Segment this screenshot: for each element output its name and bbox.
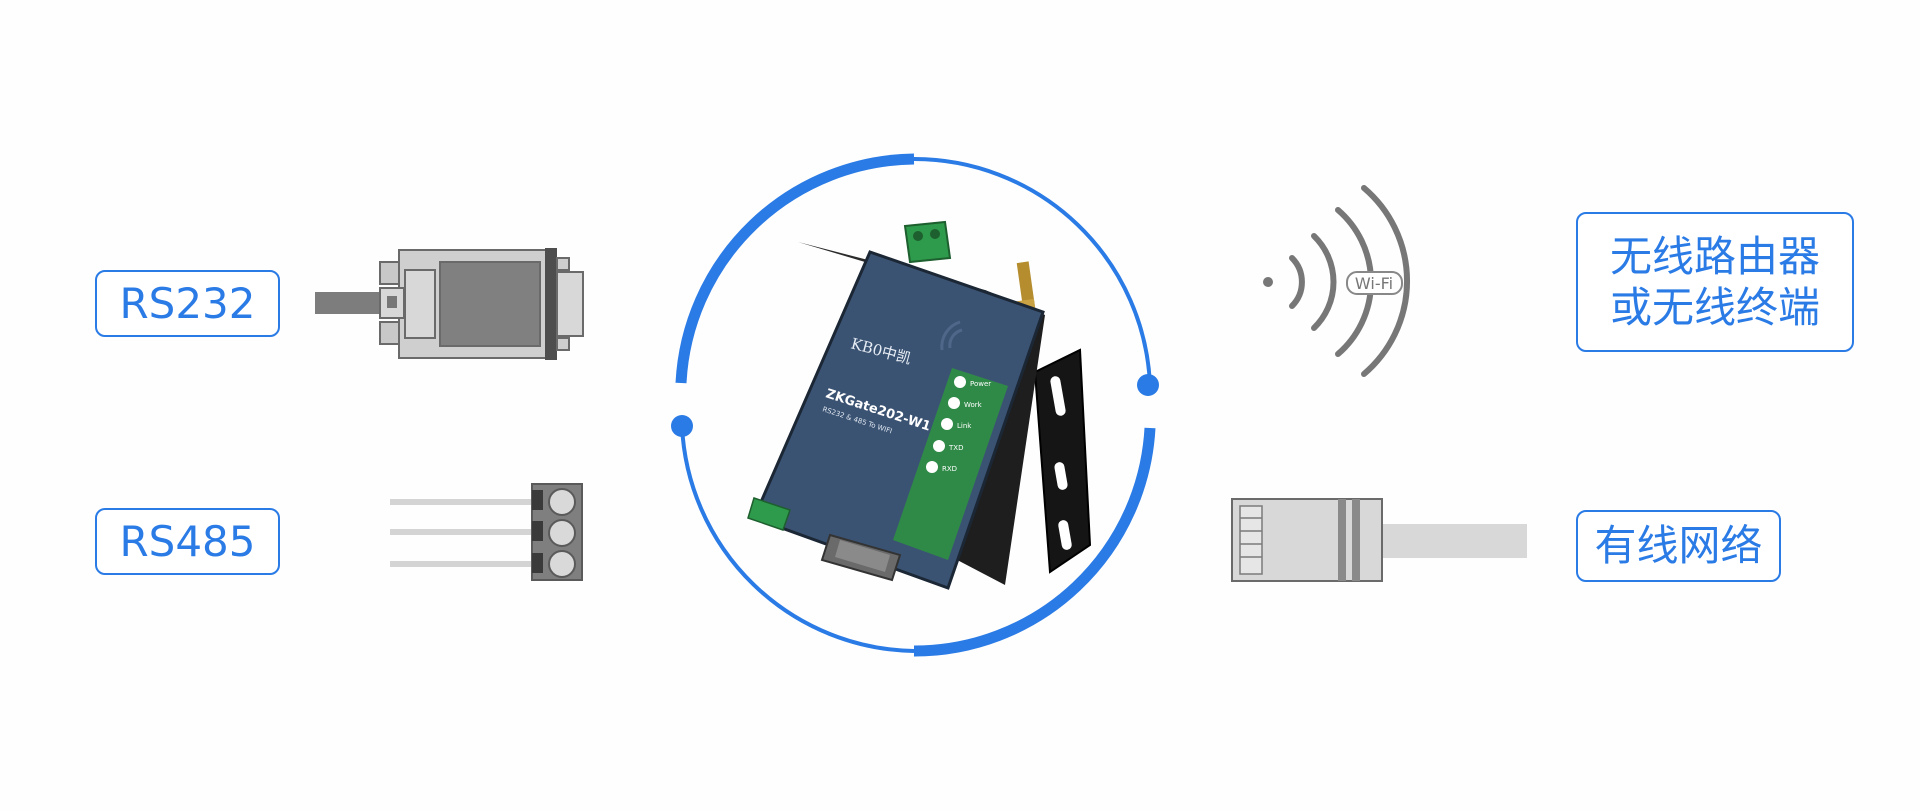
- rs232-label-text: RS232: [119, 278, 256, 328]
- gateway-device: Power Work Link TXD RXD KB0中凯 ZKGate202-…: [747, 220, 1092, 590]
- central-ring: [671, 153, 1159, 657]
- led-link-label: Link: [957, 422, 972, 430]
- ring-arc-left-thin: [680, 425, 915, 653]
- led-power-label: Power: [970, 380, 991, 388]
- rj45-plug-icon: [1231, 498, 1527, 582]
- wired-network-label: 有线网络: [1576, 510, 1781, 582]
- led-work-label: Work: [964, 401, 983, 409]
- wifi-logo-text: Wi-Fi: [1355, 274, 1393, 293]
- rs485-label: RS485: [95, 508, 280, 575]
- terminal-block-icon: [390, 483, 583, 581]
- wired-label-text: 有线网络: [1594, 521, 1763, 571]
- ring-arc-bottom-thick: [913, 427, 1156, 657]
- db9-connector-icon: [315, 248, 584, 360]
- wifi-signal-icon: Wi-Fi: [1263, 185, 1410, 377]
- ring-arc-right-thin: [913, 156, 1152, 386]
- wireless-router-label: 无线路由器 或无线终端: [1576, 212, 1854, 352]
- ring-dot-left: [671, 415, 693, 437]
- wireless-label-line1: 无线路由器: [1609, 231, 1820, 281]
- status-led-group: Power Work Link TXD RXD: [926, 376, 991, 473]
- rs232-label: RS232: [95, 270, 280, 337]
- led-rxd-label: RXD: [942, 465, 957, 473]
- ring-arc-top-thick: [675, 153, 915, 384]
- rs485-label-text: RS485: [119, 516, 256, 566]
- led-txd-label: TXD: [948, 444, 963, 452]
- wireless-label-line2: 或无线终端: [1609, 283, 1820, 332]
- ring-dot-right: [1137, 374, 1159, 396]
